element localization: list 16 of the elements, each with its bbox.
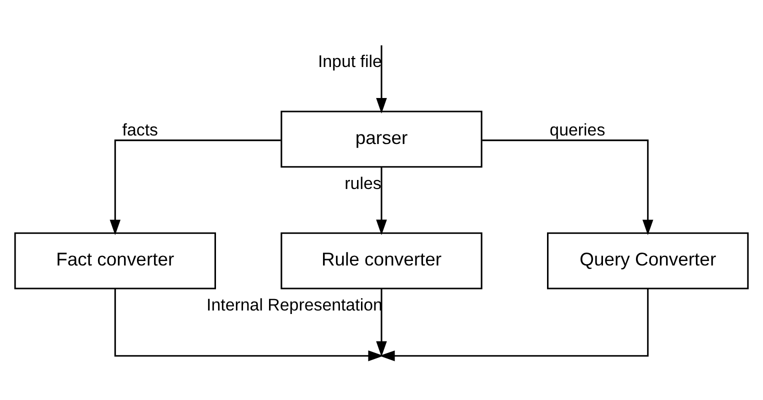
arrow: [379, 288, 649, 362]
edge-label: rules: [344, 174, 382, 193]
arrow: [376, 45, 387, 114]
arrow: [110, 140, 281, 236]
arrow: [482, 140, 654, 236]
node-box: Rule converter: [280, 232, 482, 290]
edge-label: Input file: [318, 52, 382, 72]
edge-label: Internal Representation: [206, 295, 382, 314]
node-box: Query Converter: [547, 232, 749, 290]
arrow: [376, 288, 387, 357]
arrow: [114, 288, 384, 362]
node-box: parser: [280, 110, 482, 168]
edge-label: facts: [122, 120, 158, 140]
arrow: [376, 167, 387, 236]
node-box: Fact converter: [14, 232, 216, 290]
edge-label: queries: [550, 120, 606, 140]
